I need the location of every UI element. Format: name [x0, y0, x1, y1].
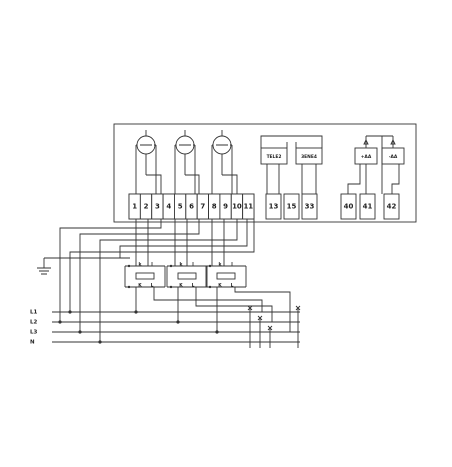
current-transformers: k l K L k l K L k l K L [125, 262, 246, 289]
wiring [37, 219, 301, 348]
terminal-4: 4 [166, 203, 171, 211]
terminal-10: 10 [232, 203, 242, 211]
svg-text:l: l [192, 262, 194, 268]
label-l1: L1 [30, 310, 38, 316]
terminal-8: 8 [212, 203, 217, 211]
svg-text:L: L [192, 283, 195, 289]
svg-text:K: K [138, 283, 142, 289]
label-n: N [30, 340, 35, 346]
svg-text:+AA: +AA [361, 154, 372, 160]
terminal-1: 1 [132, 203, 137, 211]
module-3ene4 [295, 147, 323, 165]
terminal-3: 3 [155, 203, 160, 211]
svg-text:l: l [151, 262, 153, 268]
svg-text:l: l [231, 262, 233, 268]
terminal-7: 7 [200, 203, 205, 211]
label-l3: L3 [30, 330, 38, 336]
terminal-2: 2 [144, 203, 149, 211]
terminal-9: 9 [223, 203, 228, 211]
label-l2: L2 [30, 320, 38, 326]
svg-text:L: L [151, 283, 154, 289]
svg-text:k: k [219, 262, 222, 268]
svg-text:L: L [231, 283, 234, 289]
svg-text:3ENE4: 3ENE4 [301, 154, 317, 160]
terminal-13: 13 [269, 203, 279, 211]
terminal-11: 11 [243, 203, 253, 211]
terminal-40: 40 [344, 203, 354, 211]
terminal-15: 15 [287, 203, 297, 211]
measuring-coils [135, 130, 238, 194]
ct-3: k l K L [206, 262, 246, 289]
terminal-6: 6 [189, 203, 194, 211]
svg-text:K: K [179, 283, 183, 289]
aux-terminal-block: 13 15 33 40 41 42 [265, 193, 400, 220]
terminal-33: 33 [305, 203, 315, 211]
terminal-5: 5 [178, 203, 183, 211]
svg-text:-AA: -AA [389, 154, 398, 160]
svg-text:K: K [218, 283, 222, 289]
output-modules: TELE2 3ENE4 +AA -AA [260, 135, 405, 194]
svg-text:k: k [180, 262, 183, 268]
terminal-cell [242, 193, 255, 220]
terminal-42: 42 [387, 203, 397, 211]
svg-text:k: k [139, 262, 142, 268]
ct-1: k l K L [125, 262, 165, 289]
phase-labels: L1 L2 L3 N [30, 310, 38, 346]
terminal-41: 41 [363, 203, 373, 211]
svg-text:TELE2: TELE2 [267, 154, 282, 160]
module-tele2 [260, 147, 288, 165]
